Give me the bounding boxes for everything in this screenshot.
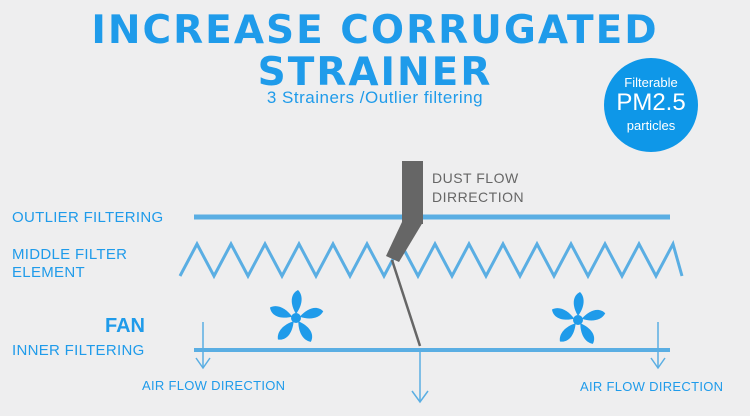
subtitle: 3 Strainers /Outlier filtering [266,88,484,107]
middle-filter-label-line-1: MIDDLE FILTER [12,246,128,263]
arrow-down-icon [195,322,211,370]
fan-icon [551,292,606,344]
arrow-down-icon [650,322,666,370]
air-flow-label-right: AIR FLOW DIRECTION [580,379,724,394]
middle-filter-label-line-2: ELEMENT [12,264,85,281]
dust-flow-line-1: DUST FLOW [432,170,519,186]
pm25-badge: Filterable PM2.5 particles [604,58,698,152]
badge-line-3: particles [626,118,676,133]
badge-line-1: Filterable [624,75,678,90]
badge-line-2: PM2.5 [616,89,686,116]
air-flow-label-left: AIR FLOW DIRECTION [142,378,286,393]
dust-flow-label: DUST FLOW DIRRECTION [432,169,524,207]
fan-label: FAN [105,315,145,337]
fan-icon [269,290,324,342]
outlier-filtering-label: OUTLIER FILTERING [12,209,164,226]
title-line-1: INCREASE CORRUGATED [91,8,659,53]
arrow-down-icon [411,352,429,404]
dust-arrow-icon [386,161,423,347]
dust-flow-line-2: DIRRECTION [432,189,525,205]
inner-filtering-label: INNER FILTERING [12,342,145,359]
title-line-2: STRAINER [257,50,493,95]
middle-filter-zigzag [178,239,684,280]
